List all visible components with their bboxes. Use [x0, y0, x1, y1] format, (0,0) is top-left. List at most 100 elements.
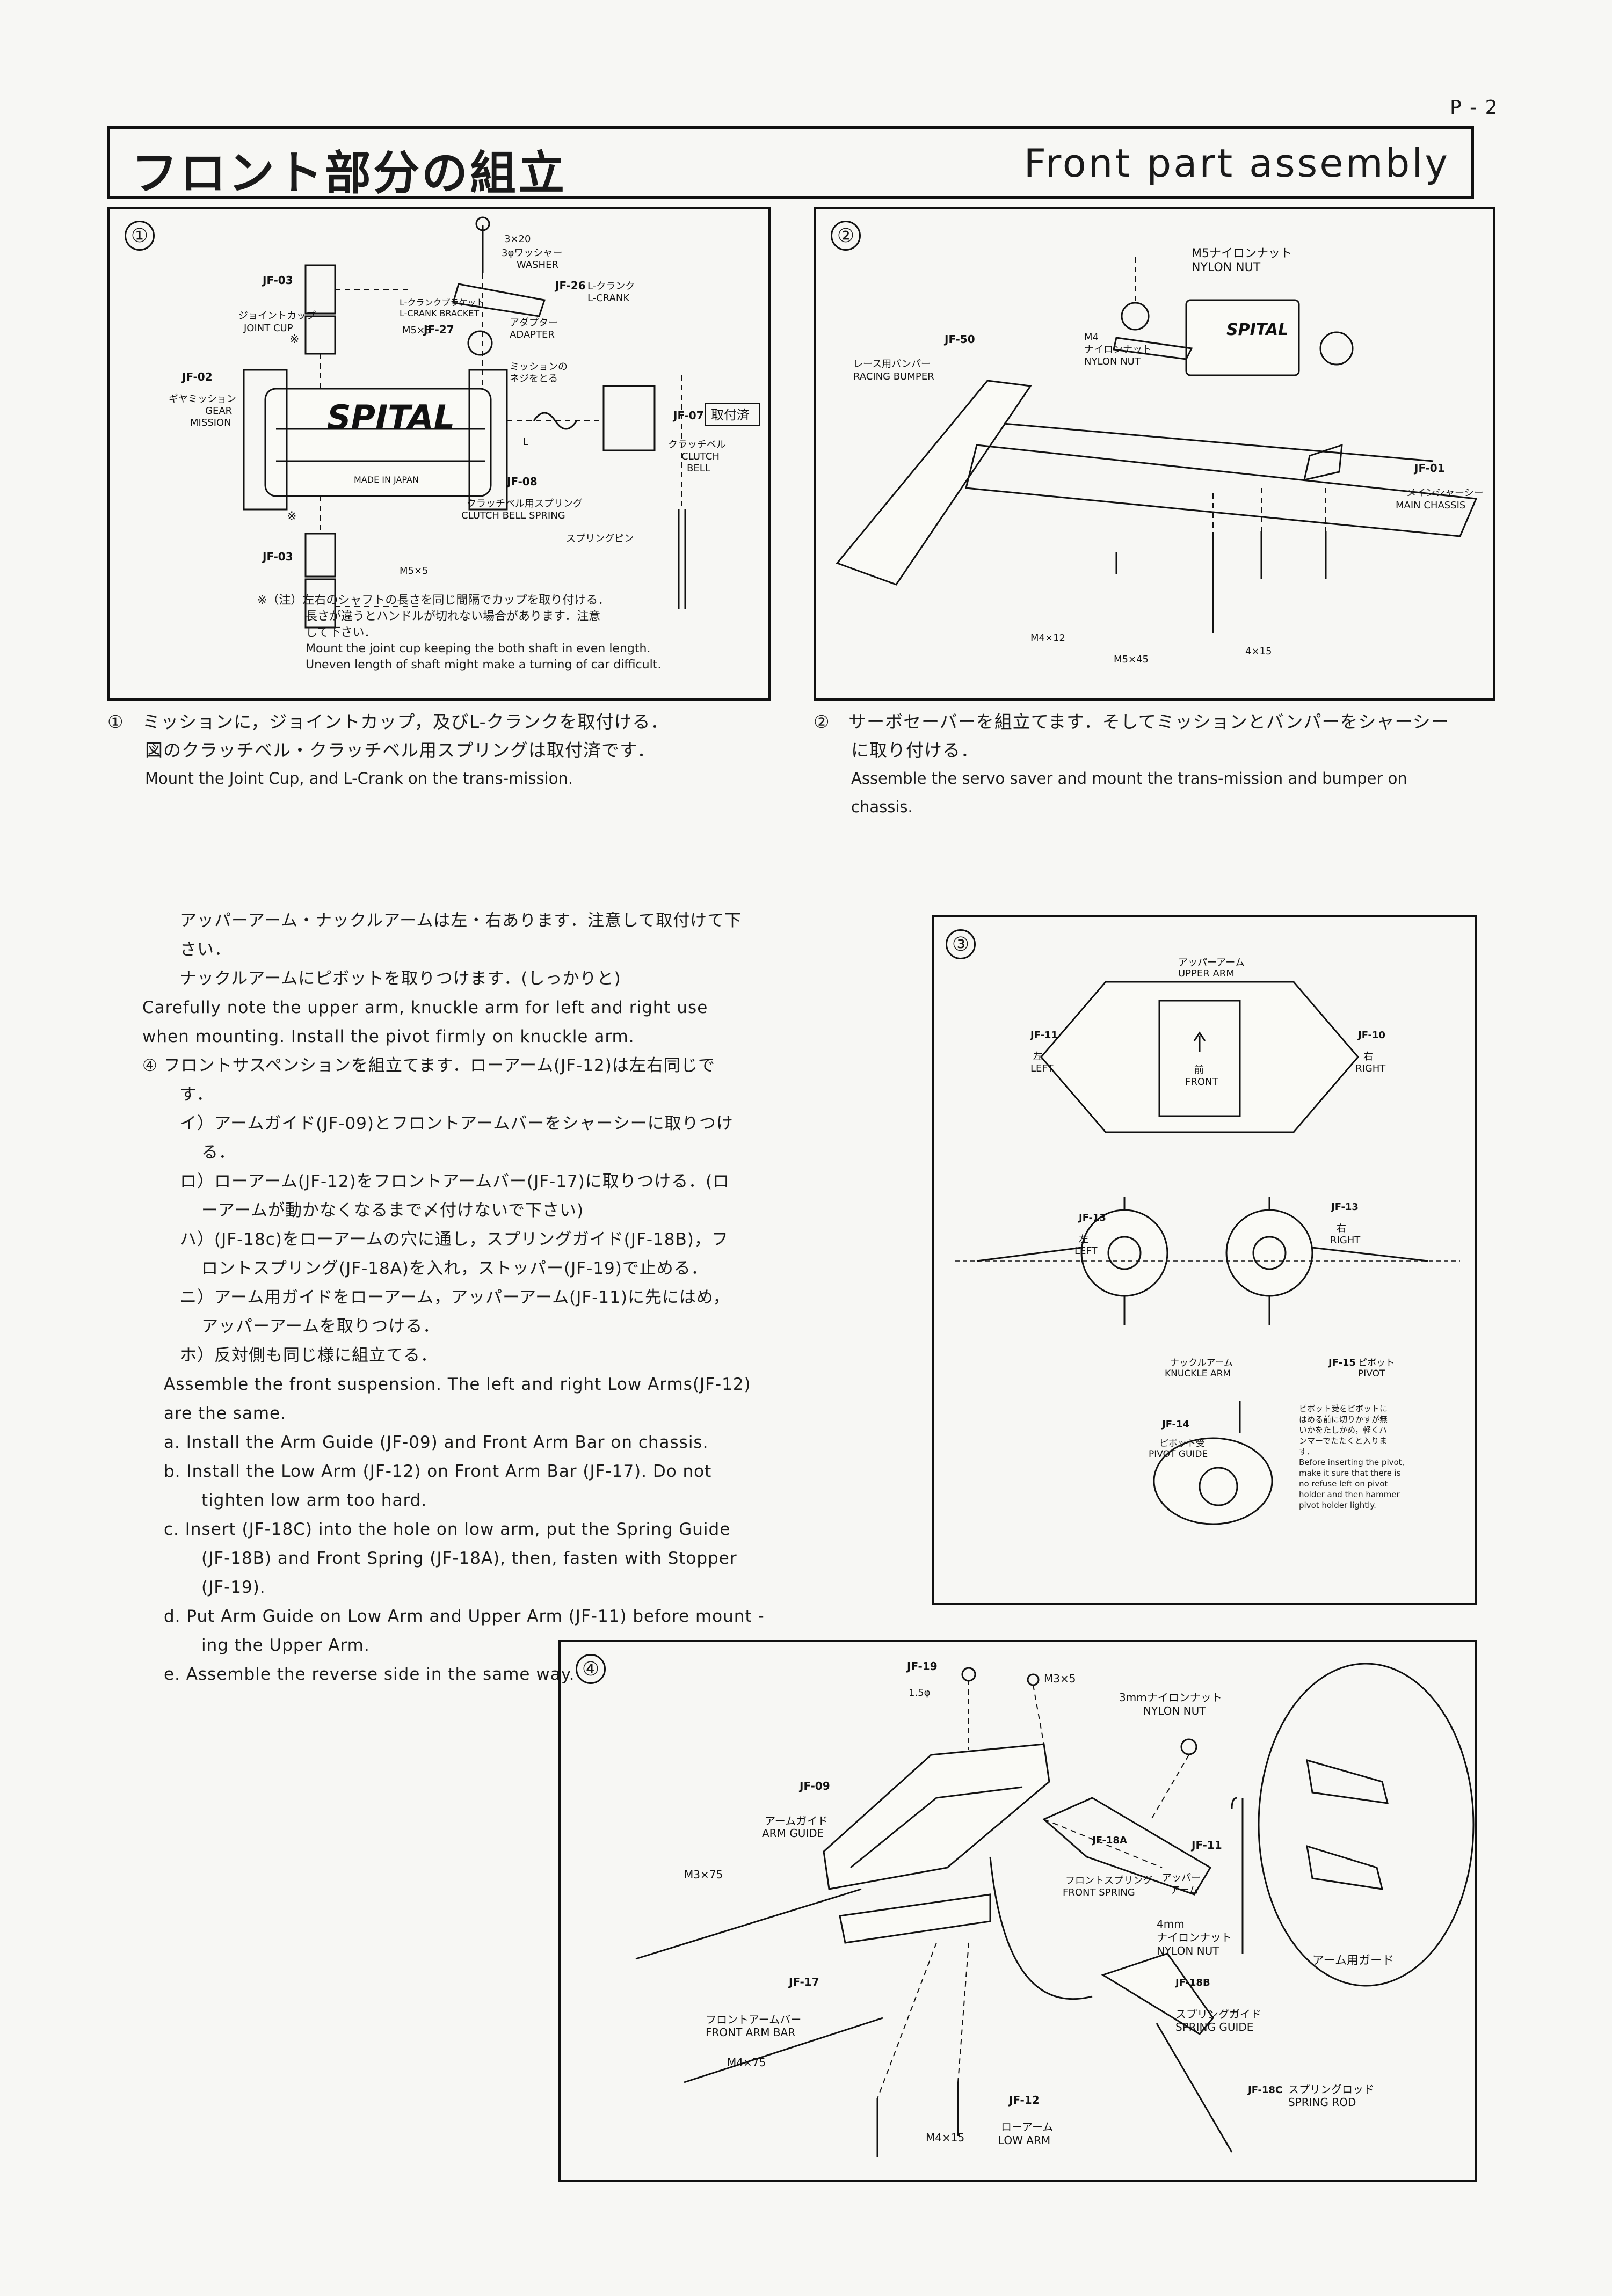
svg-text:ジョイントカップ: ジョイントカップ — [238, 310, 316, 322]
svg-text:CLUTCH BELL SPRING: CLUTCH BELL SPRING — [461, 510, 565, 521]
svg-text:M3×5: M3×5 — [1044, 1672, 1076, 1685]
svg-text:JF-26: JF-26 — [554, 279, 586, 292]
svg-text:JF-13: JF-13 — [1078, 1212, 1106, 1223]
svg-text:アーム用ガード: アーム用ガード — [1312, 1954, 1394, 1967]
title-bar: フロント部分の組立 Front part assembly — [107, 126, 1474, 200]
svg-text:アーム: アーム — [1170, 1885, 1198, 1896]
svg-text:M5×45: M5×45 — [1114, 654, 1149, 665]
svg-text:JF-15: JF-15 — [1327, 1357, 1356, 1368]
svg-text:ローアーム: ローアーム — [1001, 2120, 1053, 2133]
svg-text:ピボット受: ピボット受 — [1159, 1438, 1205, 1449]
svg-text:JF-11: JF-11 — [1190, 1839, 1222, 1852]
svg-text:JF-14: JF-14 — [1161, 1419, 1189, 1430]
svg-text:※: ※ — [287, 510, 296, 523]
svg-text:M5×5: M5×5 — [402, 325, 431, 336]
svg-text:FRONT ARM BAR: FRONT ARM BAR — [706, 2026, 795, 2039]
svg-text:スプリングガイド: スプリングガイド — [1175, 2008, 1261, 2021]
svg-text:RACING BUMPER: RACING BUMPER — [853, 371, 934, 382]
svg-text:NYLON NUT: NYLON NUT — [1157, 1944, 1219, 1957]
svg-text:右: 右 — [1363, 1051, 1373, 1062]
svg-text:ギヤミッション: ギヤミッション — [169, 393, 236, 405]
svg-text:MADE IN JAPAN: MADE IN JAPAN — [354, 475, 419, 485]
svg-text:4×15: 4×15 — [1245, 646, 1272, 657]
svg-text:M4×15: M4×15 — [926, 2131, 964, 2144]
svg-text:MAIN CHASSIS: MAIN CHASSIS — [1396, 500, 1465, 511]
svg-text:NYLON NUT: NYLON NUT — [1084, 356, 1141, 367]
svg-text:JF-27: JF-27 — [423, 323, 454, 336]
svg-text:JF-50: JF-50 — [943, 333, 975, 346]
svg-text:FRONT: FRONT — [1185, 1076, 1218, 1088]
panel-4-front-suspension: ④ — [558, 1640, 1477, 2182]
svg-text:右: 右 — [1337, 1223, 1346, 1234]
svg-text:※: ※ — [289, 333, 299, 346]
svg-text:スプリングピン: スプリングピン — [566, 533, 634, 544]
svg-text:3×20: 3×20 — [504, 234, 531, 245]
svg-text:PIVOT GUIDE: PIVOT GUIDE — [1149, 1449, 1208, 1460]
svg-text:L-CRANK: L-CRANK — [587, 293, 630, 304]
svg-text:ネジをとる: ネジをとる — [510, 373, 558, 384]
svg-text:3φワッシャー: 3φワッシャー — [502, 247, 562, 259]
panel-3-upper-knuckle: ③ アッパーアーム UPPER ARM JF-11 左 LEF — [932, 915, 1477, 1605]
svg-text:KNUCKLE ARM: KNUCKLE ARM — [1165, 1368, 1231, 1379]
svg-text:JF-02: JF-02 — [181, 370, 213, 383]
svg-text:GEAR: GEAR — [205, 405, 232, 417]
panel-1-note: ※（注）左右のシャフトの長さを同じ間隔でカップを取り付ける． 長さが違うとハンド… — [257, 594, 662, 672]
svg-text:4mm: 4mm — [1157, 1918, 1185, 1930]
panel-3-number: ③ — [946, 929, 976, 959]
panel-1-number: ① — [125, 221, 155, 251]
svg-text:CLUTCH: CLUTCH — [681, 451, 720, 462]
chassis-diagram: SPITAL M5ナイロンナット NYLON NUT JF-50 レース用バンパ… — [836, 247, 1484, 665]
svg-text:MISSION: MISSION — [190, 417, 231, 428]
svg-text:RIGHT: RIGHT — [1355, 1063, 1386, 1074]
svg-text:L-クランクブラケット: L-クランクブラケット — [400, 297, 484, 308]
svg-text:JF-19: JF-19 — [906, 1660, 938, 1673]
svg-text:JF-18C: JF-18C — [1247, 2084, 1282, 2096]
svg-text:ARM GUIDE: ARM GUIDE — [762, 1827, 824, 1840]
svg-text:M5ナイロンナット: M5ナイロンナット — [1192, 247, 1292, 260]
svg-text:JF-03: JF-03 — [262, 274, 293, 287]
svg-text:M4×12: M4×12 — [1030, 632, 1065, 644]
svg-text:JF-09: JF-09 — [798, 1780, 830, 1792]
svg-text:UPPER ARM: UPPER ARM — [1178, 968, 1235, 979]
transmission-diagram: SPITAL MADE IN JAPAN 3×20 3φワッシャー WASHER… — [169, 216, 760, 629]
suspension-diagram: JF-19 1.5φ M3×5 3mmナイロンナット NYLON NUT JF-… — [635, 1660, 1475, 2157]
svg-text:フロントアームバー: フロントアームバー — [706, 2013, 801, 2026]
svg-text:LOW ARM: LOW ARM — [998, 2134, 1050, 2147]
svg-text:FRONT SPRING: FRONT SPRING — [1063, 1887, 1135, 1898]
svg-text:JF-18B: JF-18B — [1174, 1977, 1210, 1988]
svg-text:BELL: BELL — [687, 463, 710, 474]
panel-2-chassis: ② SPITAL M5ナイロンナット NYLON NUT JF-50 レース用バ… — [814, 207, 1495, 701]
svg-text:クラッチベル用スプリング: クラッチベル用スプリング — [467, 498, 583, 509]
page-number: P - 2 — [1450, 97, 1499, 119]
svg-text:JF-11: JF-11 — [1029, 1030, 1058, 1041]
svg-text:JOINT CUP: JOINT CUP — [243, 323, 293, 334]
svg-text:フロントスプリング: フロントスプリング — [1065, 1875, 1152, 1886]
caption-2: ② サーボセーバーを組立てます．そしてミッションとバンパーをシャーシー に取り付… — [814, 711, 1449, 816]
svg-text:左: 左 — [1033, 1051, 1043, 1062]
svg-text:JF-13: JF-13 — [1330, 1201, 1359, 1213]
svg-text:JF-12: JF-12 — [1008, 2094, 1040, 2107]
svg-text:3mmナイロンナット: 3mmナイロンナット — [1119, 1691, 1222, 1704]
svg-text:SPRING ROD: SPRING ROD — [1288, 2096, 1356, 2109]
svg-text:L-クランク: L-クランク — [587, 281, 635, 292]
svg-text:ADAPTER: ADAPTER — [510, 329, 555, 340]
svg-text:ナイロンナット: ナイロンナット — [1157, 1931, 1232, 1944]
svg-text:M5×5: M5×5 — [400, 565, 429, 577]
svg-text:JF-18A: JF-18A — [1091, 1835, 1127, 1846]
page-title-jp: フロント部分の組立 — [132, 147, 567, 200]
svg-text:メインシャーシー: メインシャーシー — [1406, 487, 1484, 499]
svg-text:M4: M4 — [1084, 332, 1099, 343]
svg-text:アダプター: アダプター — [510, 317, 558, 329]
svg-text:ミッションの: ミッションの — [510, 361, 568, 373]
svg-text:左: 左 — [1079, 1234, 1088, 1245]
svg-text:L: L — [523, 436, 528, 448]
svg-text:JF-17: JF-17 — [788, 1976, 819, 1988]
svg-text:ナイロンナット: ナイロンナット — [1084, 344, 1152, 355]
assembly-instructions: アッパーアーム・ナックルアームは左・右あります．注意して取付けて下 さい． ナッ… — [142, 911, 765, 1684]
spital-logo: SPITAL — [327, 398, 455, 437]
panel-4-number: ④ — [576, 1654, 606, 1684]
svg-text:L-CRANK BRACKET: L-CRANK BRACKET — [400, 308, 479, 318]
svg-text:アッパーアーム: アッパーアーム — [1178, 957, 1245, 968]
svg-text:レース用バンパー: レース用バンパー — [853, 359, 931, 370]
svg-text:JF-10: JF-10 — [1357, 1030, 1385, 1041]
